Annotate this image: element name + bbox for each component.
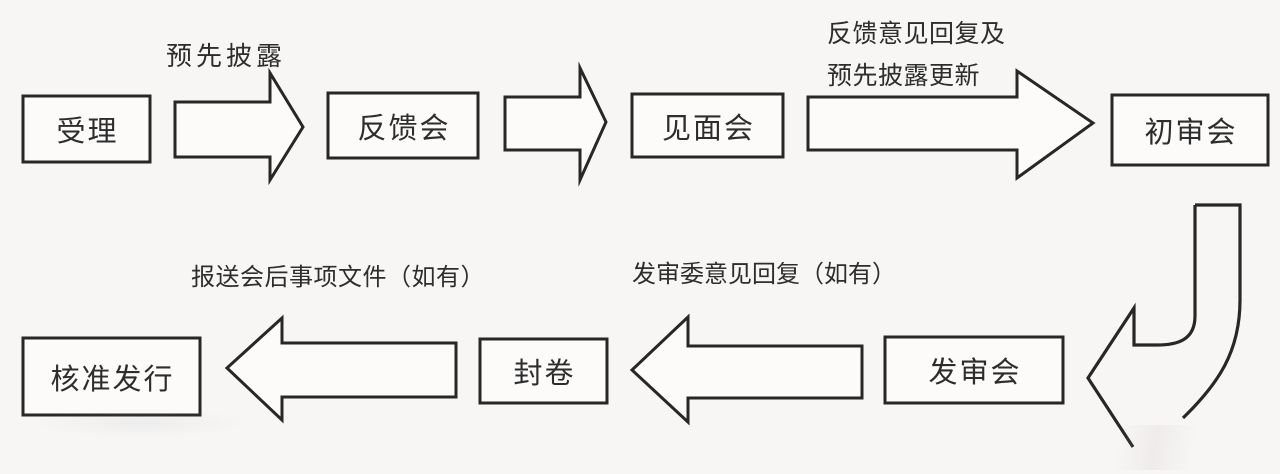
block-arrow-right-acceptance-to-feedback — [173, 67, 305, 186]
node-label-face-to-face-meeting: 见面会 — [661, 112, 755, 145]
node-box-acceptance — [21, 94, 152, 164]
node-box-initial-review-meeting — [1110, 93, 1270, 167]
node-label-acceptance: 受理 — [56, 116, 119, 148]
block-arrow-left-review-to-sealing — [629, 313, 864, 426]
node-label-issuance-review-meeting: 发审会 — [928, 357, 1022, 389]
curved-arrow-inner-edge-and-head — [1086, 205, 1197, 448]
node-box-face-to-face-meeting — [630, 92, 785, 159]
edge-label-feedback-reply-line1: 反馈意见回复及 — [827, 20, 1006, 48]
node-box-file-sealing — [478, 337, 609, 405]
node-label-initial-review-meeting: 初审会 — [1144, 117, 1238, 149]
block-arrow-left-sealing-to-approval — [224, 314, 458, 424]
block-arrow-right-feedback-to-face — [503, 61, 608, 188]
node-label-file-sealing: 封卷 — [513, 358, 576, 390]
node-box-feedback-meeting — [326, 91, 480, 160]
node-label-feedback-meeting: 反馈会 — [357, 112, 451, 145]
node-box-issuance-review-meeting — [883, 335, 1065, 405]
curved-arrow-outer-edge — [1181, 203, 1242, 420]
node-box-approved-issuance — [21, 336, 202, 417]
edge-label-committee-reply: 发审委意见回复（如有） — [632, 261, 896, 288]
block-arrow-right-face-to-initial — [806, 68, 1096, 181]
curved-arrow-initial-to-review — [1086, 203, 1242, 448]
edge-label-post-meeting-documents: 报送会后事项文件（如有） — [191, 264, 485, 291]
node-label-approved-issuance: 核准发行 — [50, 363, 175, 396]
edge-label-feedback-reply-line2: 预先披露更新 — [827, 62, 981, 90]
edge-label-pre-disclosure: 预先披露 — [166, 41, 287, 71]
